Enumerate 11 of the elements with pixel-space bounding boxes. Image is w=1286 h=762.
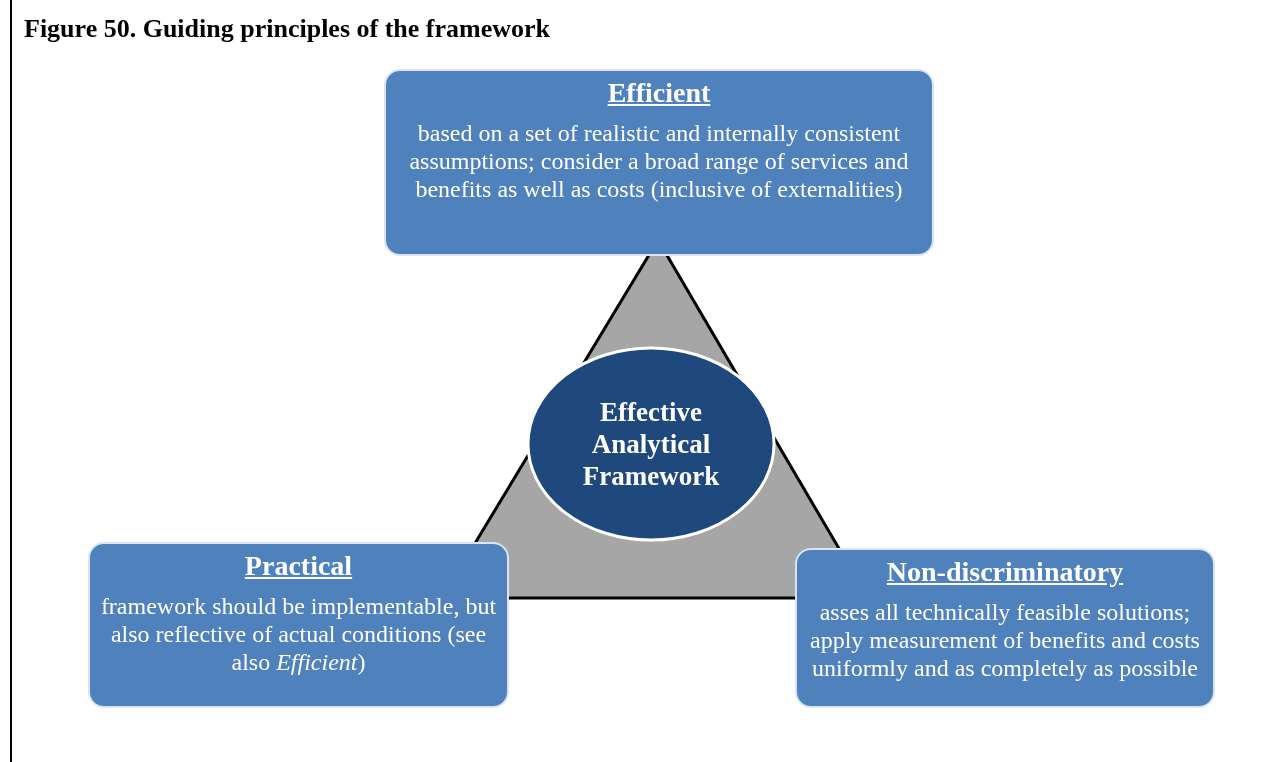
box-description: based on a set of realistic and internally consistent assumptions; consider a broad range of services and benefits as well as costs (inclusive of externalities) bbox=[408, 119, 910, 203]
box-heading: Non-discriminatory bbox=[886, 556, 1124, 588]
box-description: asses all technically feasible solutions; apply measurement of benefits and costs uniformly and as completely as possible bbox=[809, 598, 1201, 682]
figure-title: Figure 50. Guiding principles of the framework bbox=[24, 14, 550, 44]
principle-box bbox=[88, 542, 509, 708]
box-heading: Practical bbox=[244, 550, 353, 582]
principle-box bbox=[384, 69, 934, 256]
box-description: framework should be implementable, but also reflective of actual conditions (see also Efficient) bbox=[100, 592, 497, 676]
center-label: Effective Analytical Framework bbox=[581, 396, 721, 492]
principle-box bbox=[795, 548, 1215, 708]
box-heading: Efficient bbox=[607, 77, 711, 109]
